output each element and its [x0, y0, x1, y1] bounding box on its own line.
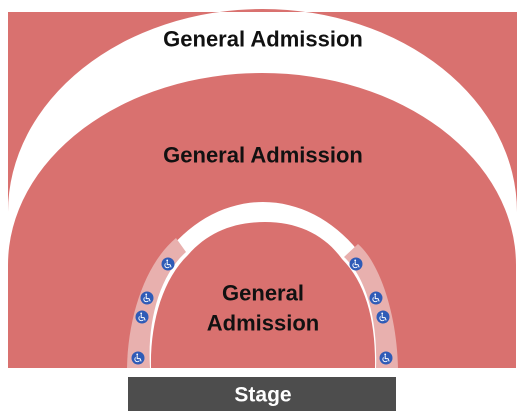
- section-general-admission-outer[interactable]: [8, 9, 517, 212]
- section-general-admission-inner[interactable]: [150, 222, 376, 368]
- wheelchair-icon[interactable]: [131, 351, 145, 365]
- wheelchair-icon[interactable]: [369, 291, 383, 305]
- accessible-aisle-right[interactable]: [344, 244, 398, 368]
- wheelchair-icon[interactable]: [349, 257, 363, 271]
- stage-block: [128, 377, 396, 411]
- wheelchair-icon[interactable]: [379, 351, 393, 365]
- wheelchair-markers: [131, 257, 393, 365]
- section-general-admission-middle[interactable]: [8, 73, 516, 368]
- stage: Stage: [128, 377, 396, 411]
- wheelchair-icon[interactable]: [376, 310, 390, 324]
- section-label-outer: General Admission: [163, 27, 363, 52]
- wheelchair-icon[interactable]: [161, 257, 175, 271]
- wheelchair-icon[interactable]: [140, 291, 154, 305]
- accessible-aisle-left[interactable]: [127, 238, 186, 368]
- wheelchair-icon[interactable]: [135, 310, 149, 324]
